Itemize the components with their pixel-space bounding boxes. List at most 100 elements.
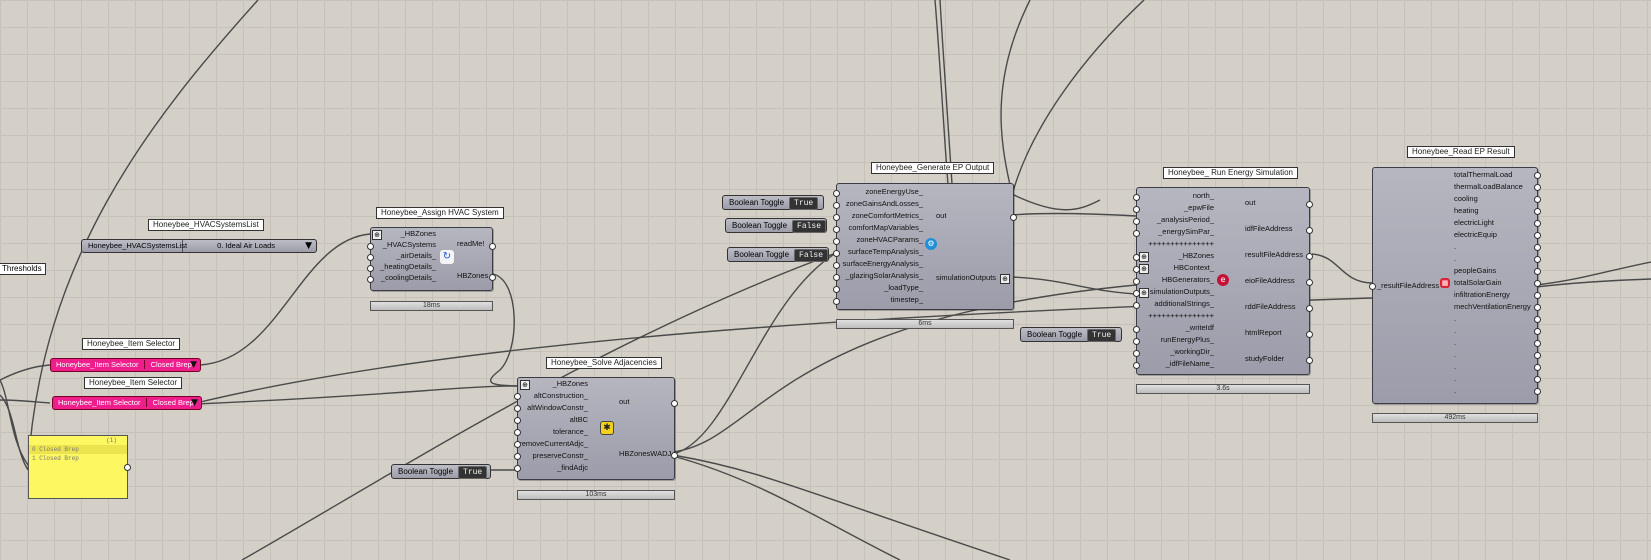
output-port[interactable] [1534, 232, 1541, 239]
input-port[interactable] [833, 238, 840, 245]
output-port[interactable] [124, 464, 131, 471]
output-port[interactable] [1534, 364, 1541, 371]
output-port[interactable] [1534, 208, 1541, 215]
zoom-grip-icon[interactable]: ⊕ [1139, 288, 1149, 298]
hvac-systems-list[interactable]: Honeybee_HVACSystemsList 0. Ideal Air Lo… [81, 239, 317, 253]
input-port[interactable] [514, 405, 521, 412]
input-port[interactable] [1133, 350, 1140, 357]
output-port[interactable] [1534, 256, 1541, 263]
toggle-value[interactable]: True [458, 466, 488, 479]
zoom-grip-icon[interactable]: ⊕ [1139, 252, 1149, 262]
assign-hvac-component[interactable]: ⊕ _HBZones _HVACSystems _airDetails_ _he… [367, 227, 496, 291]
output-port[interactable] [1534, 268, 1541, 275]
output-port[interactable] [1306, 253, 1313, 260]
input-port[interactable] [1133, 338, 1140, 345]
input-port[interactable] [514, 417, 521, 424]
output-port[interactable] [1534, 328, 1541, 335]
output-port[interactable] [1534, 280, 1541, 287]
input-port[interactable] [367, 265, 374, 272]
input-port[interactable] [833, 190, 840, 197]
solve-adjacencies-component[interactable]: ⊕ _HBZones altConstruction_ altWindowCon… [514, 377, 678, 480]
output-port[interactable] [1534, 316, 1541, 323]
input-port[interactable] [1133, 278, 1140, 285]
output-port[interactable] [1534, 352, 1541, 359]
output-port[interactable] [1010, 214, 1017, 221]
dropdown-arrow-icon[interactable]: ▼ [305, 241, 312, 251]
read-ep-result-component[interactable]: _resultFileAddress ▦ totalThermalLoad th… [1369, 167, 1541, 404]
thresholds-label[interactable]: Thresholds [0, 263, 46, 275]
input-port[interactable] [1133, 326, 1140, 333]
input-port[interactable] [833, 250, 840, 257]
input-port[interactable] [514, 393, 521, 400]
output-port[interactable] [671, 452, 678, 459]
input-port[interactable] [833, 286, 840, 293]
output-port[interactable] [1534, 172, 1541, 179]
input-port[interactable] [833, 262, 840, 269]
output-port[interactable] [1306, 305, 1313, 312]
output-port[interactable] [671, 400, 678, 407]
output-port[interactable] [1534, 292, 1541, 299]
input-port[interactable] [1133, 266, 1140, 273]
yellow-panel[interactable]: (1) 0 Closed Brep 1 Closed Brep [28, 435, 131, 499]
dropdown-arrow-icon[interactable]: ▼ [190, 360, 197, 370]
output-port[interactable] [489, 243, 496, 250]
output-port[interactable] [1306, 201, 1313, 208]
input-port[interactable] [367, 254, 374, 261]
input-port[interactable] [833, 298, 840, 305]
toggle-value[interactable]: True [789, 197, 819, 210]
input-port[interactable] [367, 276, 374, 283]
input-port[interactable] [833, 202, 840, 209]
input-port[interactable] [1133, 362, 1140, 369]
run-energy-simulation-component[interactable]: north_ _epwFile _analysisPeriod_ _energy… [1133, 187, 1313, 375]
input-port[interactable] [1369, 283, 1376, 290]
input-port[interactable] [1133, 302, 1140, 309]
zoom-grip-icon[interactable]: ⊕ [1000, 274, 1010, 284]
input-port[interactable] [1133, 194, 1140, 201]
input-port[interactable] [833, 274, 840, 281]
output-port[interactable] [1306, 279, 1313, 286]
input-port[interactable] [514, 465, 521, 472]
toggle-value[interactable]: False [792, 220, 827, 233]
output-out: out [619, 397, 630, 406]
input-port[interactable] [1133, 218, 1140, 225]
output-port[interactable] [1534, 220, 1541, 227]
input-port[interactable] [1133, 254, 1140, 261]
output-port[interactable] [1534, 388, 1541, 395]
output-port[interactable] [1534, 340, 1541, 347]
toggle-value[interactable]: True [1087, 329, 1117, 342]
zoom-grip-icon[interactable]: ⊕ [520, 380, 530, 390]
output-port[interactable] [1306, 331, 1313, 338]
input-port[interactable] [514, 441, 521, 448]
input-port[interactable] [514, 453, 521, 460]
wire [195, 385, 518, 405]
input-port[interactable] [833, 226, 840, 233]
output-port[interactable] [1534, 304, 1541, 311]
zoom-grip-icon[interactable]: ⊕ [1139, 264, 1149, 274]
wire [1311, 253, 1373, 284]
input-port[interactable] [1133, 230, 1140, 237]
zoom-grip-icon[interactable]: ⊕ [372, 230, 382, 240]
output-port[interactable] [1306, 357, 1313, 364]
toggle-value[interactable]: False [794, 249, 829, 262]
dropdown-arrow-icon[interactable]: ▼ [191, 398, 198, 408]
output-rdd-file-address: rddFileAddress [1245, 302, 1296, 311]
output-port[interactable] [1534, 244, 1541, 251]
output-port[interactable] [1534, 376, 1541, 383]
input-port[interactable] [1133, 206, 1140, 213]
output-port[interactable] [489, 274, 496, 281]
generate-ep-output-component[interactable]: zoneEnergyUse_ zoneGainsAndLosses_ zoneC… [833, 183, 1017, 310]
output-port[interactable] [1534, 184, 1541, 191]
input-port[interactable] [833, 214, 840, 221]
output-port[interactable] [1306, 227, 1313, 234]
output-port[interactable] [1534, 196, 1541, 203]
input-port[interactable] [367, 243, 374, 250]
input-port[interactable] [514, 429, 521, 436]
input-port[interactable] [1133, 290, 1140, 297]
